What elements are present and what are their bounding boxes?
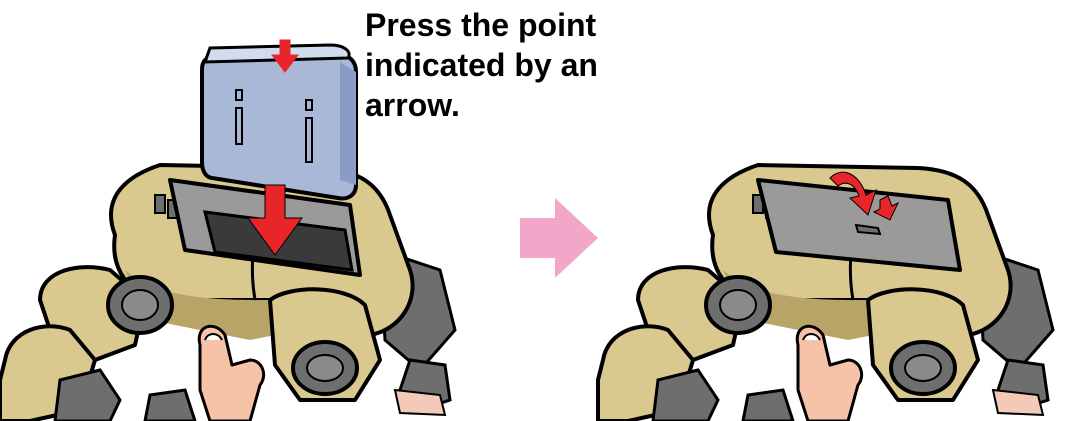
instruction-line-1: Press the point [365, 5, 645, 45]
instruction-line-2: indicated by an [365, 45, 645, 85]
battery-pack [202, 45, 356, 198]
robot-right [598, 165, 1053, 421]
arrow-right-icon [520, 198, 598, 278]
instruction-line-3: arrow. [365, 85, 645, 125]
instruction-text: Press the point indicated by an arrow. [365, 5, 645, 125]
